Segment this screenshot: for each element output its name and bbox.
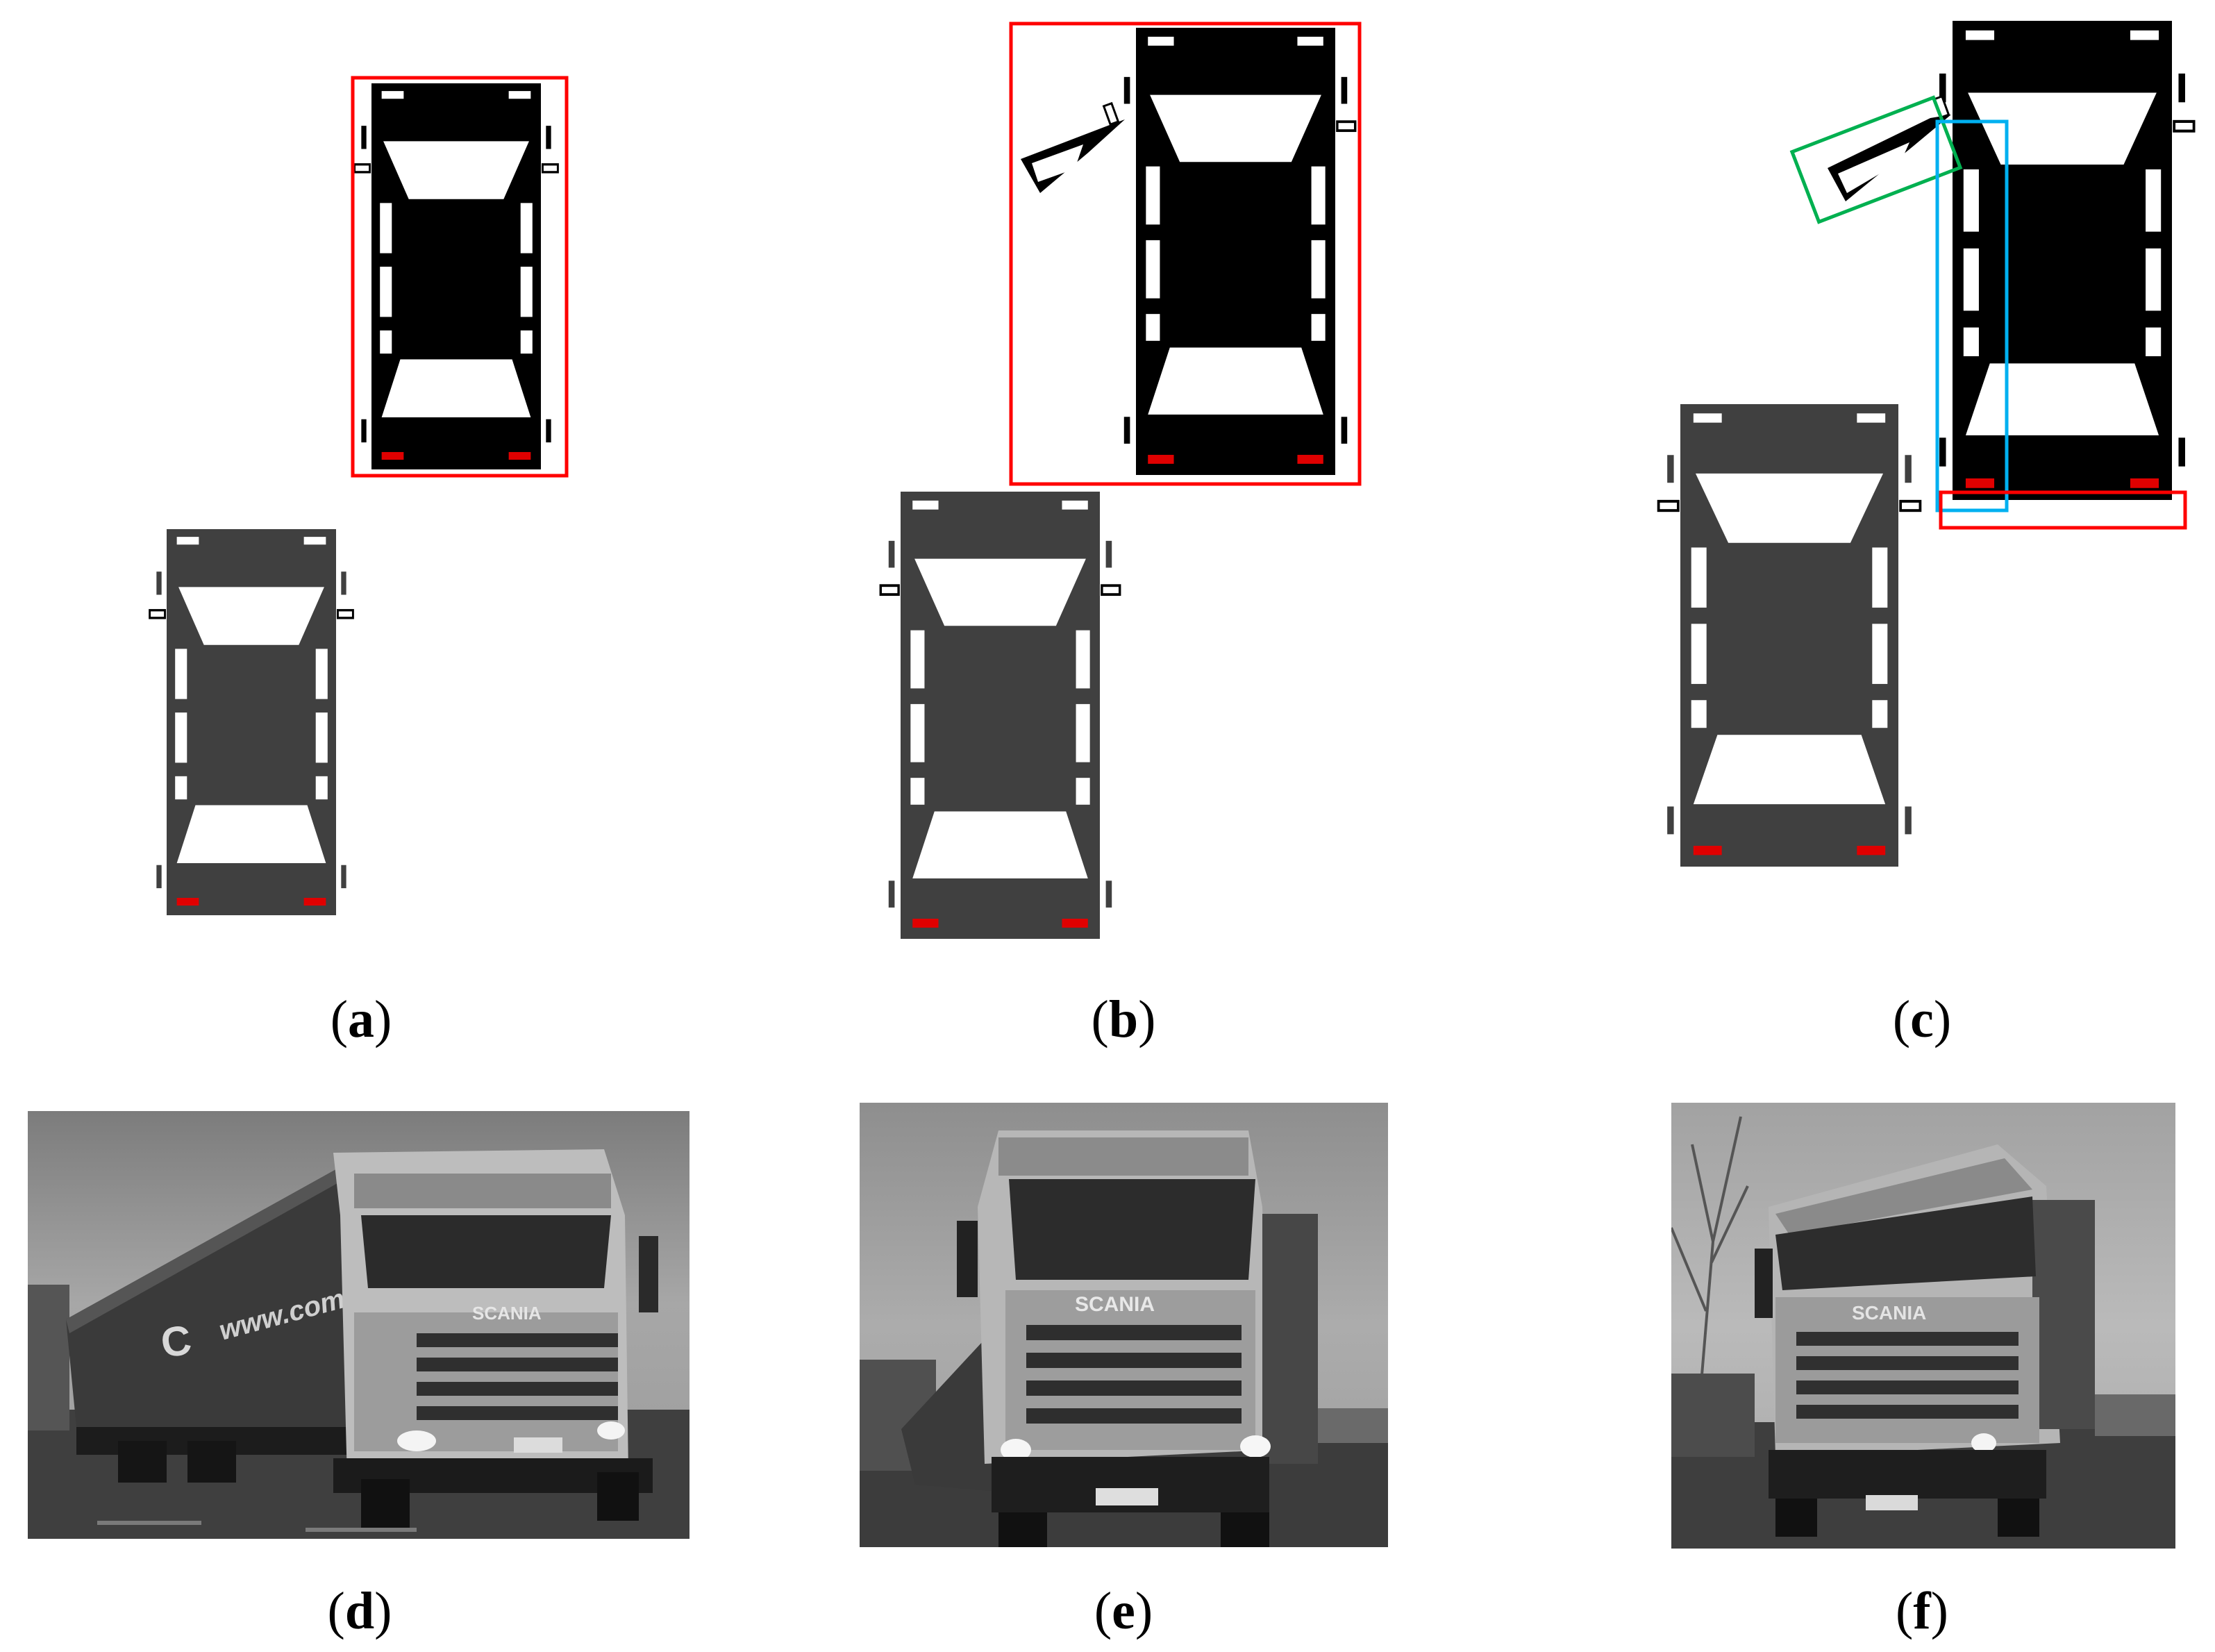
detection-box-red — [1009, 22, 1362, 486]
target-vehicle-black — [1939, 21, 2196, 500]
caption-d: (d) — [327, 1582, 392, 1640]
ego-vehicle-grey — [1657, 404, 1922, 867]
photo-d: C www.combi SCANIA — [28, 1111, 689, 1539]
target-vehicle-black — [353, 83, 560, 469]
detection-box-green — [1789, 95, 1963, 224]
photo-e: SCANIA — [860, 1103, 1388, 1547]
ego-vehicle-grey — [879, 492, 1121, 939]
detection-box-red — [351, 76, 569, 478]
detection-box-blue — [1935, 119, 2009, 512]
photo-f: SCANIA — [1671, 1103, 2175, 1549]
cab-brand: SCANIA — [1852, 1302, 1926, 1324]
open-door — [1021, 101, 1125, 193]
panel-c-schematic — [1657, 21, 2196, 867]
detection-box-red — [1939, 490, 2187, 530]
caption-c: (c) — [1892, 990, 1952, 1049]
cab-brand: SCANIA — [1075, 1293, 1155, 1316]
ego-vehicle-grey — [148, 529, 355, 915]
caption-a: (a) — [330, 990, 392, 1049]
panel-b-schematic — [879, 22, 1362, 939]
open-door — [1828, 94, 1951, 201]
caption-e: (e) — [1094, 1582, 1153, 1640]
cab-brand: SCANIA — [472, 1303, 542, 1324]
panel-a-schematic — [148, 76, 569, 915]
caption-f: (f) — [1896, 1582, 1948, 1640]
caption-b: (b) — [1091, 990, 1156, 1049]
target-vehicle-black — [1123, 28, 1357, 475]
trailer-logo: C — [158, 1316, 194, 1366]
